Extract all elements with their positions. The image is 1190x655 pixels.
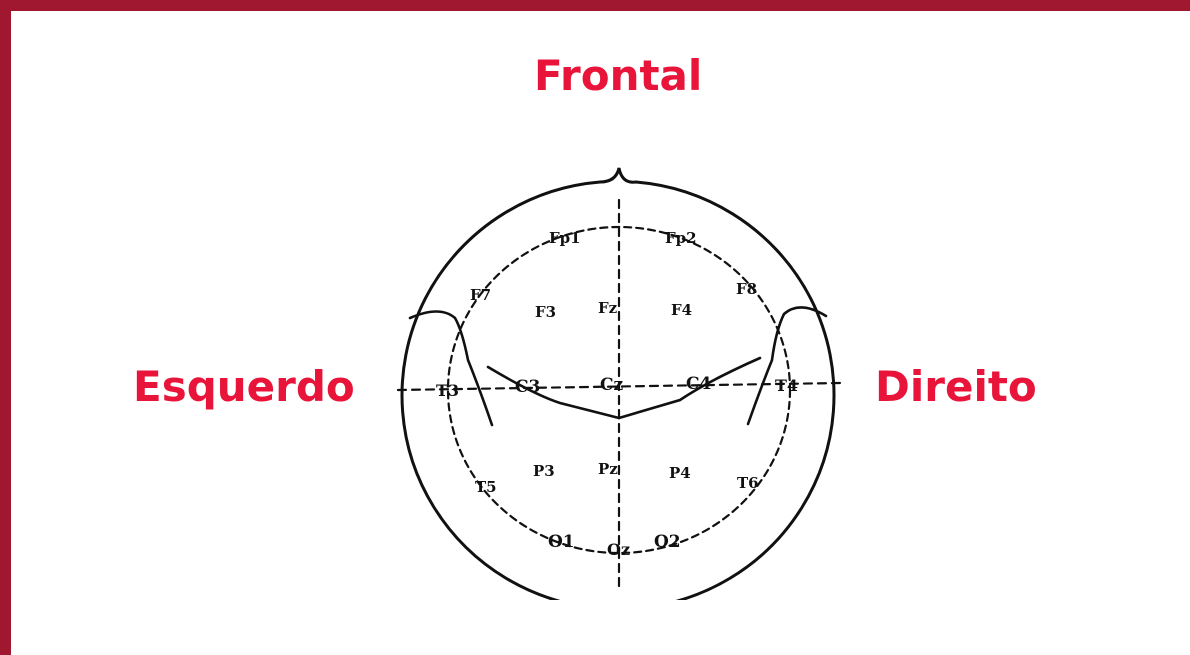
right-side-label: Direito [875, 366, 1037, 408]
frontal-label: Frontal [534, 55, 702, 97]
electrode-p4: P4 [669, 464, 691, 482]
electrode-fp1: Fp1 [549, 229, 581, 247]
electrode-pz: Pz [598, 460, 618, 478]
electrode-c3: C3 [515, 377, 540, 397]
electrode-t3: T3 [436, 381, 459, 400]
electrode-oz: Oz [607, 540, 630, 559]
electrode-t5: T5 [475, 478, 497, 496]
left-side-label: Esquerdo [133, 366, 355, 408]
electrode-f8: F8 [736, 280, 757, 298]
electrode-t4: T4 [775, 376, 798, 395]
electrode-t6: T6 [737, 474, 759, 492]
electrode-f7: F7 [470, 286, 491, 304]
left-ear [410, 312, 492, 426]
electrode-o2: O2 [654, 532, 681, 552]
electrode-f3: F3 [535, 303, 556, 321]
electrode-c4: C4 [686, 374, 712, 394]
electrode-p3: P3 [533, 462, 555, 480]
eeg-electrode-diagram: Fp1 Fp2 F7 F3 Fz F4 F8 T3 C3 Cz C4 T4 T5… [395, 160, 845, 600]
electrode-o1: O1 [548, 532, 575, 552]
electrode-fz: Fz [598, 299, 618, 317]
electrode-f4: F4 [671, 301, 692, 319]
electrode-fp2: Fp2 [665, 229, 697, 247]
electrode-cz: Cz [600, 375, 624, 395]
